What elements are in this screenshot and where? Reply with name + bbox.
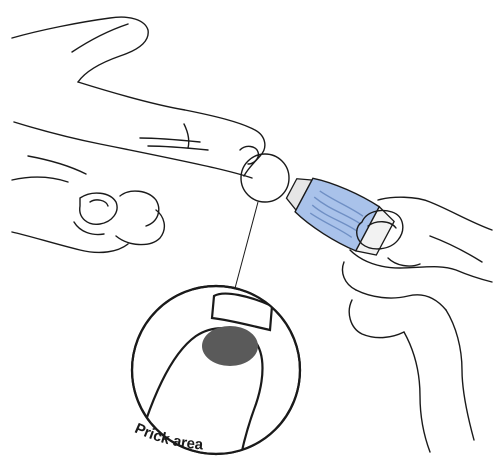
right-hand bbox=[341, 196, 493, 453]
focus-ring bbox=[233, 153, 290, 293]
prick-area-spot bbox=[202, 326, 258, 366]
left-hand bbox=[11, 16, 266, 254]
lancet-rear bbox=[354, 205, 395, 256]
lancet-device bbox=[285, 177, 395, 256]
inset-fingernail bbox=[210, 292, 274, 332]
magnified-inset bbox=[130, 284, 302, 456]
